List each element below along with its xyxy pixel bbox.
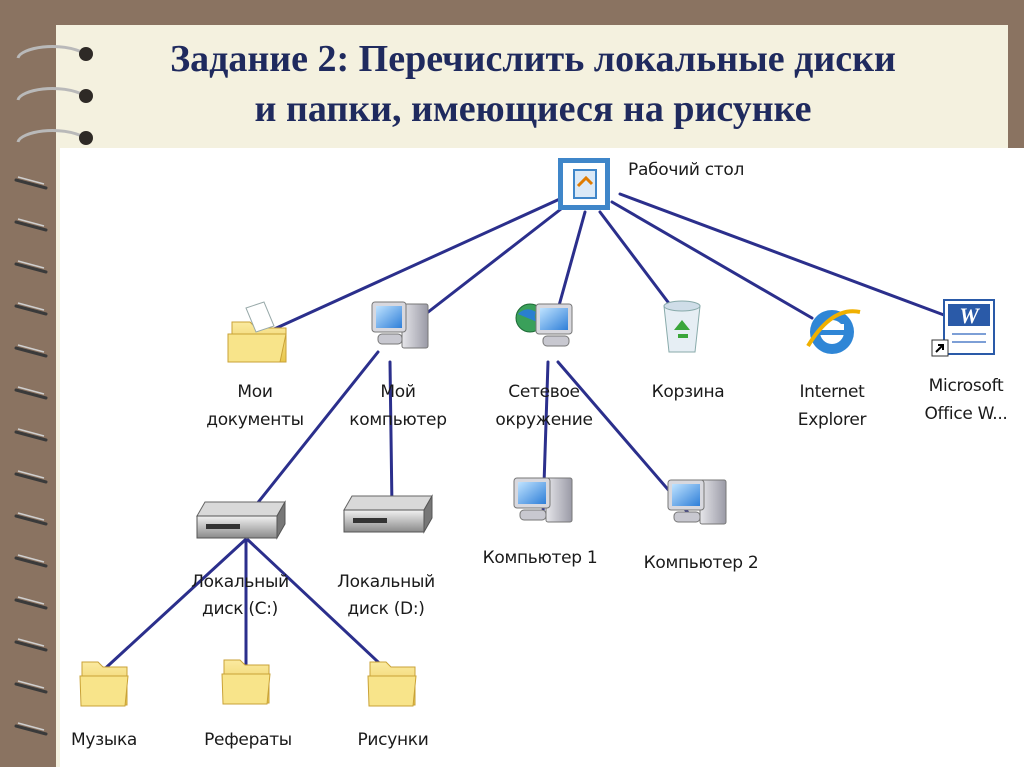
computer-2-label: Компьютер 2 [644,553,759,573]
disk-d-label-line2: диск (D:) [347,599,424,619]
computer-icon [513,477,573,523]
drive-icon [343,494,433,534]
internet-explorer-label-line2: Explorer [798,410,867,430]
network-icon [515,303,573,347]
edge-diskc-pictures [246,538,394,677]
documents-folder-icon [227,301,287,363]
music-label: Музыка [71,730,137,750]
node-essays[interactable]: Рефераты [204,659,292,750]
svg-text:W: W [959,303,980,328]
disk-c-label-line1: Локальный [191,572,289,592]
edge-desktop-ie [610,200,814,320]
internet-explorer-icon [806,309,861,354]
ms-word-label-line1: Microsoft [929,376,1004,396]
desktop-icon [558,158,610,210]
node-computer-1[interactable]: Компьютер 1 [483,477,598,568]
edge-computer-diskd [388,360,394,510]
node-recycle-bin[interactable]: Корзина [652,300,725,402]
node-network[interactable]: Сетевое окружение [495,303,593,430]
node-my-documents[interactable]: Мои документы [206,301,304,430]
recycle-bin-label: Корзина [652,382,725,402]
network-label-line2: окружение [495,410,592,430]
node-computer-2[interactable]: Компьютер 2 [644,479,759,573]
disk-c-label-line2: диск (C:) [202,599,278,619]
pictures-label: Рисунки [357,730,428,750]
binder-rings [14,45,93,736]
network-label-line1: Сетевое [508,382,579,402]
node-disk-c[interactable]: Локальный диск (C:) [191,500,289,619]
computer-1-label: Компьютер 1 [483,548,598,568]
edge-diskc-music [96,538,247,677]
title-line-2: и папки, имеющиеся на рисунке [254,88,812,130]
folder-icon [79,661,129,707]
node-my-computer[interactable]: Мой компьютер [349,301,447,430]
node-pictures[interactable]: Рисунки [357,661,429,750]
node-music[interactable]: Музыка [71,661,137,750]
folder-icon [367,661,417,707]
edge-desktop-network [553,210,587,322]
recycle-bin-icon [663,300,701,353]
drive-icon [196,500,286,540]
node-internet-explorer[interactable]: Internet Explorer [798,309,867,430]
node-disk-d[interactable]: Локальный диск (D:) [337,494,435,619]
edge-desktop-documents [270,196,564,332]
word-shortcut-icon: W [931,299,995,357]
folder-icon [221,659,271,705]
desktop-label: Рабочий стол [628,160,744,180]
essays-label: Рефераты [204,730,292,750]
node-ms-word[interactable]: W Microsoft Office W... [924,299,1008,424]
my-computer-label-line1: Мой [380,382,415,402]
edge-desktop-word [618,192,954,320]
disk-d-label-line1: Локальный [337,572,435,592]
edge-desktop-computer [403,200,572,332]
ms-word-label-line2: Office W... [924,404,1007,424]
title-line-1: Задание 2: Перечислить локальные диски [170,38,896,80]
node-desktop[interactable]: Рабочий стол [558,158,744,210]
my-documents-label-line2: документы [206,410,304,430]
edge-computer-diskc [246,350,380,517]
computer-icon [371,301,429,349]
edge-desktop-recycle [598,210,682,320]
my-computer-label-line2: компьютер [349,410,446,430]
internet-explorer-label-line1: Internet [799,382,865,402]
my-documents-label-line1: Мои [237,382,272,402]
slide-title: Задание 2: Перечислить локальные диски и… [58,34,1008,134]
folder-tree-diagram: Рабочий стол Мои документы Мой компьютер [60,148,1024,767]
computer-icon [667,479,727,525]
